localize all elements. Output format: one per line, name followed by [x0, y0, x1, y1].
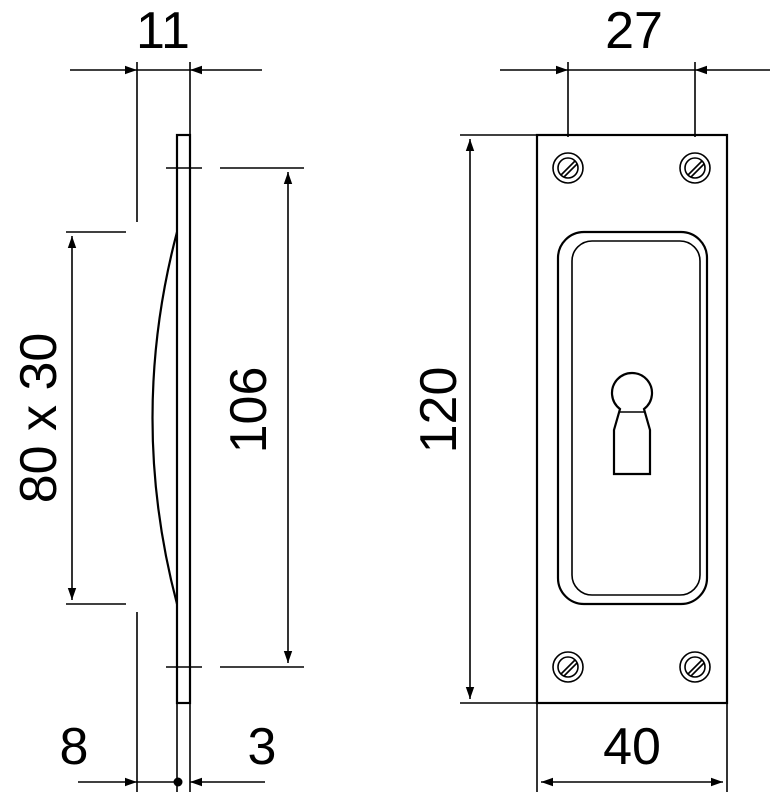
dim-label-120: 120 [410, 367, 468, 454]
screw-bottom-left-icon [552, 651, 584, 683]
dim-label-11: 11 [136, 2, 190, 60]
dim-3-dot [173, 777, 183, 787]
front-plate [535, 133, 729, 705]
front-recess-inner [571, 240, 701, 596]
side-extension-lines [66, 62, 304, 792]
front-recess-outer [556, 230, 709, 606]
screw-top-right-icon [679, 152, 711, 184]
side-recess-curve [151, 231, 179, 605]
dim-label-40: 40 [603, 718, 661, 776]
dim-label-27: 27 [605, 2, 663, 60]
side-plate [175, 133, 192, 705]
keyhole-icon [610, 371, 654, 476]
dim-label-80x30: 80 x 30 [10, 333, 68, 504]
dim-label-3: 3 [248, 718, 277, 776]
front-dimension-lines [465, 65, 770, 787]
screw-top-left-icon [552, 152, 584, 184]
side-view [151, 133, 202, 705]
dim-label-8: 8 [60, 718, 89, 776]
front-extension-lines [460, 62, 728, 792]
screw-bottom-right-icon [679, 651, 711, 683]
dimension-labels: 11 27 80 x 30 106 120 8 3 40 [10, 2, 663, 776]
dim-label-106: 106 [220, 367, 278, 454]
front-view [535, 133, 729, 705]
side-dimension-lines [67, 65, 293, 787]
